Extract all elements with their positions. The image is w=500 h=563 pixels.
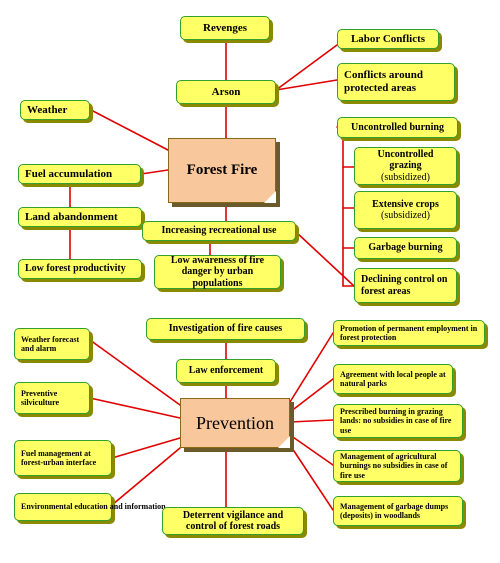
conflicts-protected-areas-label: Conflicts around protected areas bbox=[344, 69, 423, 94]
revenges-label: Revenges bbox=[203, 21, 247, 34]
extensive-crops-box: Extensive crops (subsidized) bbox=[354, 191, 457, 229]
recreational-use-label: Increasing recreational use bbox=[161, 225, 277, 237]
labor-conflicts-label: Labor Conflicts bbox=[350, 32, 426, 45]
fuel-management-box: Fuel management at forest-urban interfac… bbox=[14, 440, 112, 476]
agricultural-burnings-box: Management of agricultural burnings no s… bbox=[333, 450, 461, 482]
uncontrolled-grazing-box: Uncontrolled grazing (subsidized) bbox=[354, 147, 457, 185]
preventive-silviculture-box: Preventive silviculture bbox=[14, 382, 90, 414]
revenges-box: Revenges bbox=[180, 16, 270, 40]
declining-control-box: Declining control on forest areas bbox=[354, 268, 457, 303]
labor-conflicts-box: Labor Conflicts bbox=[337, 29, 439, 49]
arson-label: Arson bbox=[211, 85, 241, 98]
law-enforcement-label: Law enforcement bbox=[188, 365, 264, 377]
permanent-employment-label: Promotion of permanent employment in for… bbox=[340, 323, 478, 342]
land-abandonment-box: Land abandonment bbox=[18, 207, 142, 227]
preventive-silviculture-label: Preventive silviculture bbox=[21, 388, 60, 407]
land-abandonment-label: Land abandonment bbox=[25, 210, 118, 223]
agricultural-burnings-label: Management of agricultural burnings no s… bbox=[340, 452, 448, 480]
low-forest-productivity-label: Low forest productivity bbox=[25, 263, 126, 275]
garbage-dumps-label: Management of garbage dumps (deposits) i… bbox=[340, 501, 449, 520]
garbage-burning-box: Garbage burning bbox=[354, 237, 457, 259]
weather-forecast-box: Weather forecast and alarm bbox=[14, 328, 90, 360]
extensive-crops-note: (subsidized) bbox=[381, 210, 430, 221]
uncontrolled-burning-box: Uncontrolled burning bbox=[337, 117, 458, 138]
environmental-education-box: Environmental education and information bbox=[14, 493, 166, 521]
garbage-burning-label: Garbage burning bbox=[368, 242, 443, 254]
uncontrolled-burning-label: Uncontrolled burning bbox=[351, 121, 444, 133]
investigation-box: Investigation of fire causes bbox=[146, 318, 305, 340]
uncontrolled-grazing-label: Uncontrolled grazing bbox=[377, 148, 434, 172]
arson-box: Arson bbox=[176, 80, 276, 104]
prescribed-burning-box: Prescribed burning in grazing lands: no … bbox=[333, 404, 463, 438]
forest-fire-hub: Forest Fire bbox=[168, 138, 276, 203]
environmental-education-label: Environmental education and information bbox=[21, 502, 166, 512]
law-enforcement-box: Law enforcement bbox=[176, 359, 276, 383]
low-awareness-label: Low awareness of fire danger by urban po… bbox=[170, 254, 265, 289]
forest-fire-label: Forest Fire bbox=[186, 162, 258, 178]
permanent-employment-box: Promotion of permanent employment in for… bbox=[333, 320, 485, 346]
conflicts-protected-areas-box: Conflicts around protected areas bbox=[337, 63, 455, 101]
agreement-local-box: Agreement with local people at natural p… bbox=[333, 364, 453, 394]
fuel-accumulation-box: Fuel accumulation bbox=[18, 164, 141, 184]
investigation-label: Investigation of fire causes bbox=[168, 323, 283, 335]
uncontrolled-grazing-note: (subsidized) bbox=[381, 171, 430, 183]
extensive-crops-label: Extensive crops bbox=[372, 198, 439, 210]
fuel-management-label: Fuel management at forest-urban interfac… bbox=[21, 448, 97, 467]
declining-control-label: Declining control on forest areas bbox=[361, 274, 448, 297]
prevention-hub: Prevention bbox=[180, 398, 290, 448]
agreement-local-label: Agreement with local people at natural p… bbox=[340, 369, 446, 388]
prescribed-burning-label: Prescribed burning in grazing lands: no … bbox=[340, 407, 452, 435]
weather-label: Weather bbox=[27, 103, 68, 116]
deterrent-vigilance-label: Deterrent vigilance and control of fores… bbox=[182, 509, 284, 533]
garbage-dumps-box: Management of garbage dumps (deposits) i… bbox=[333, 496, 463, 526]
deterrent-vigilance-box: Deterrent vigilance and control of fores… bbox=[162, 507, 304, 535]
weather-forecast-label: Weather forecast and alarm bbox=[21, 334, 80, 353]
prevention-label: Prevention bbox=[196, 412, 274, 433]
fuel-accumulation-label: Fuel accumulation bbox=[25, 167, 113, 180]
recreational-use-box: Increasing recreational use bbox=[142, 221, 296, 241]
weather-box: Weather bbox=[20, 100, 90, 120]
low-forest-productivity-box: Low forest productivity bbox=[18, 259, 142, 279]
low-awareness-box: Low awareness of fire danger by urban po… bbox=[154, 255, 281, 289]
